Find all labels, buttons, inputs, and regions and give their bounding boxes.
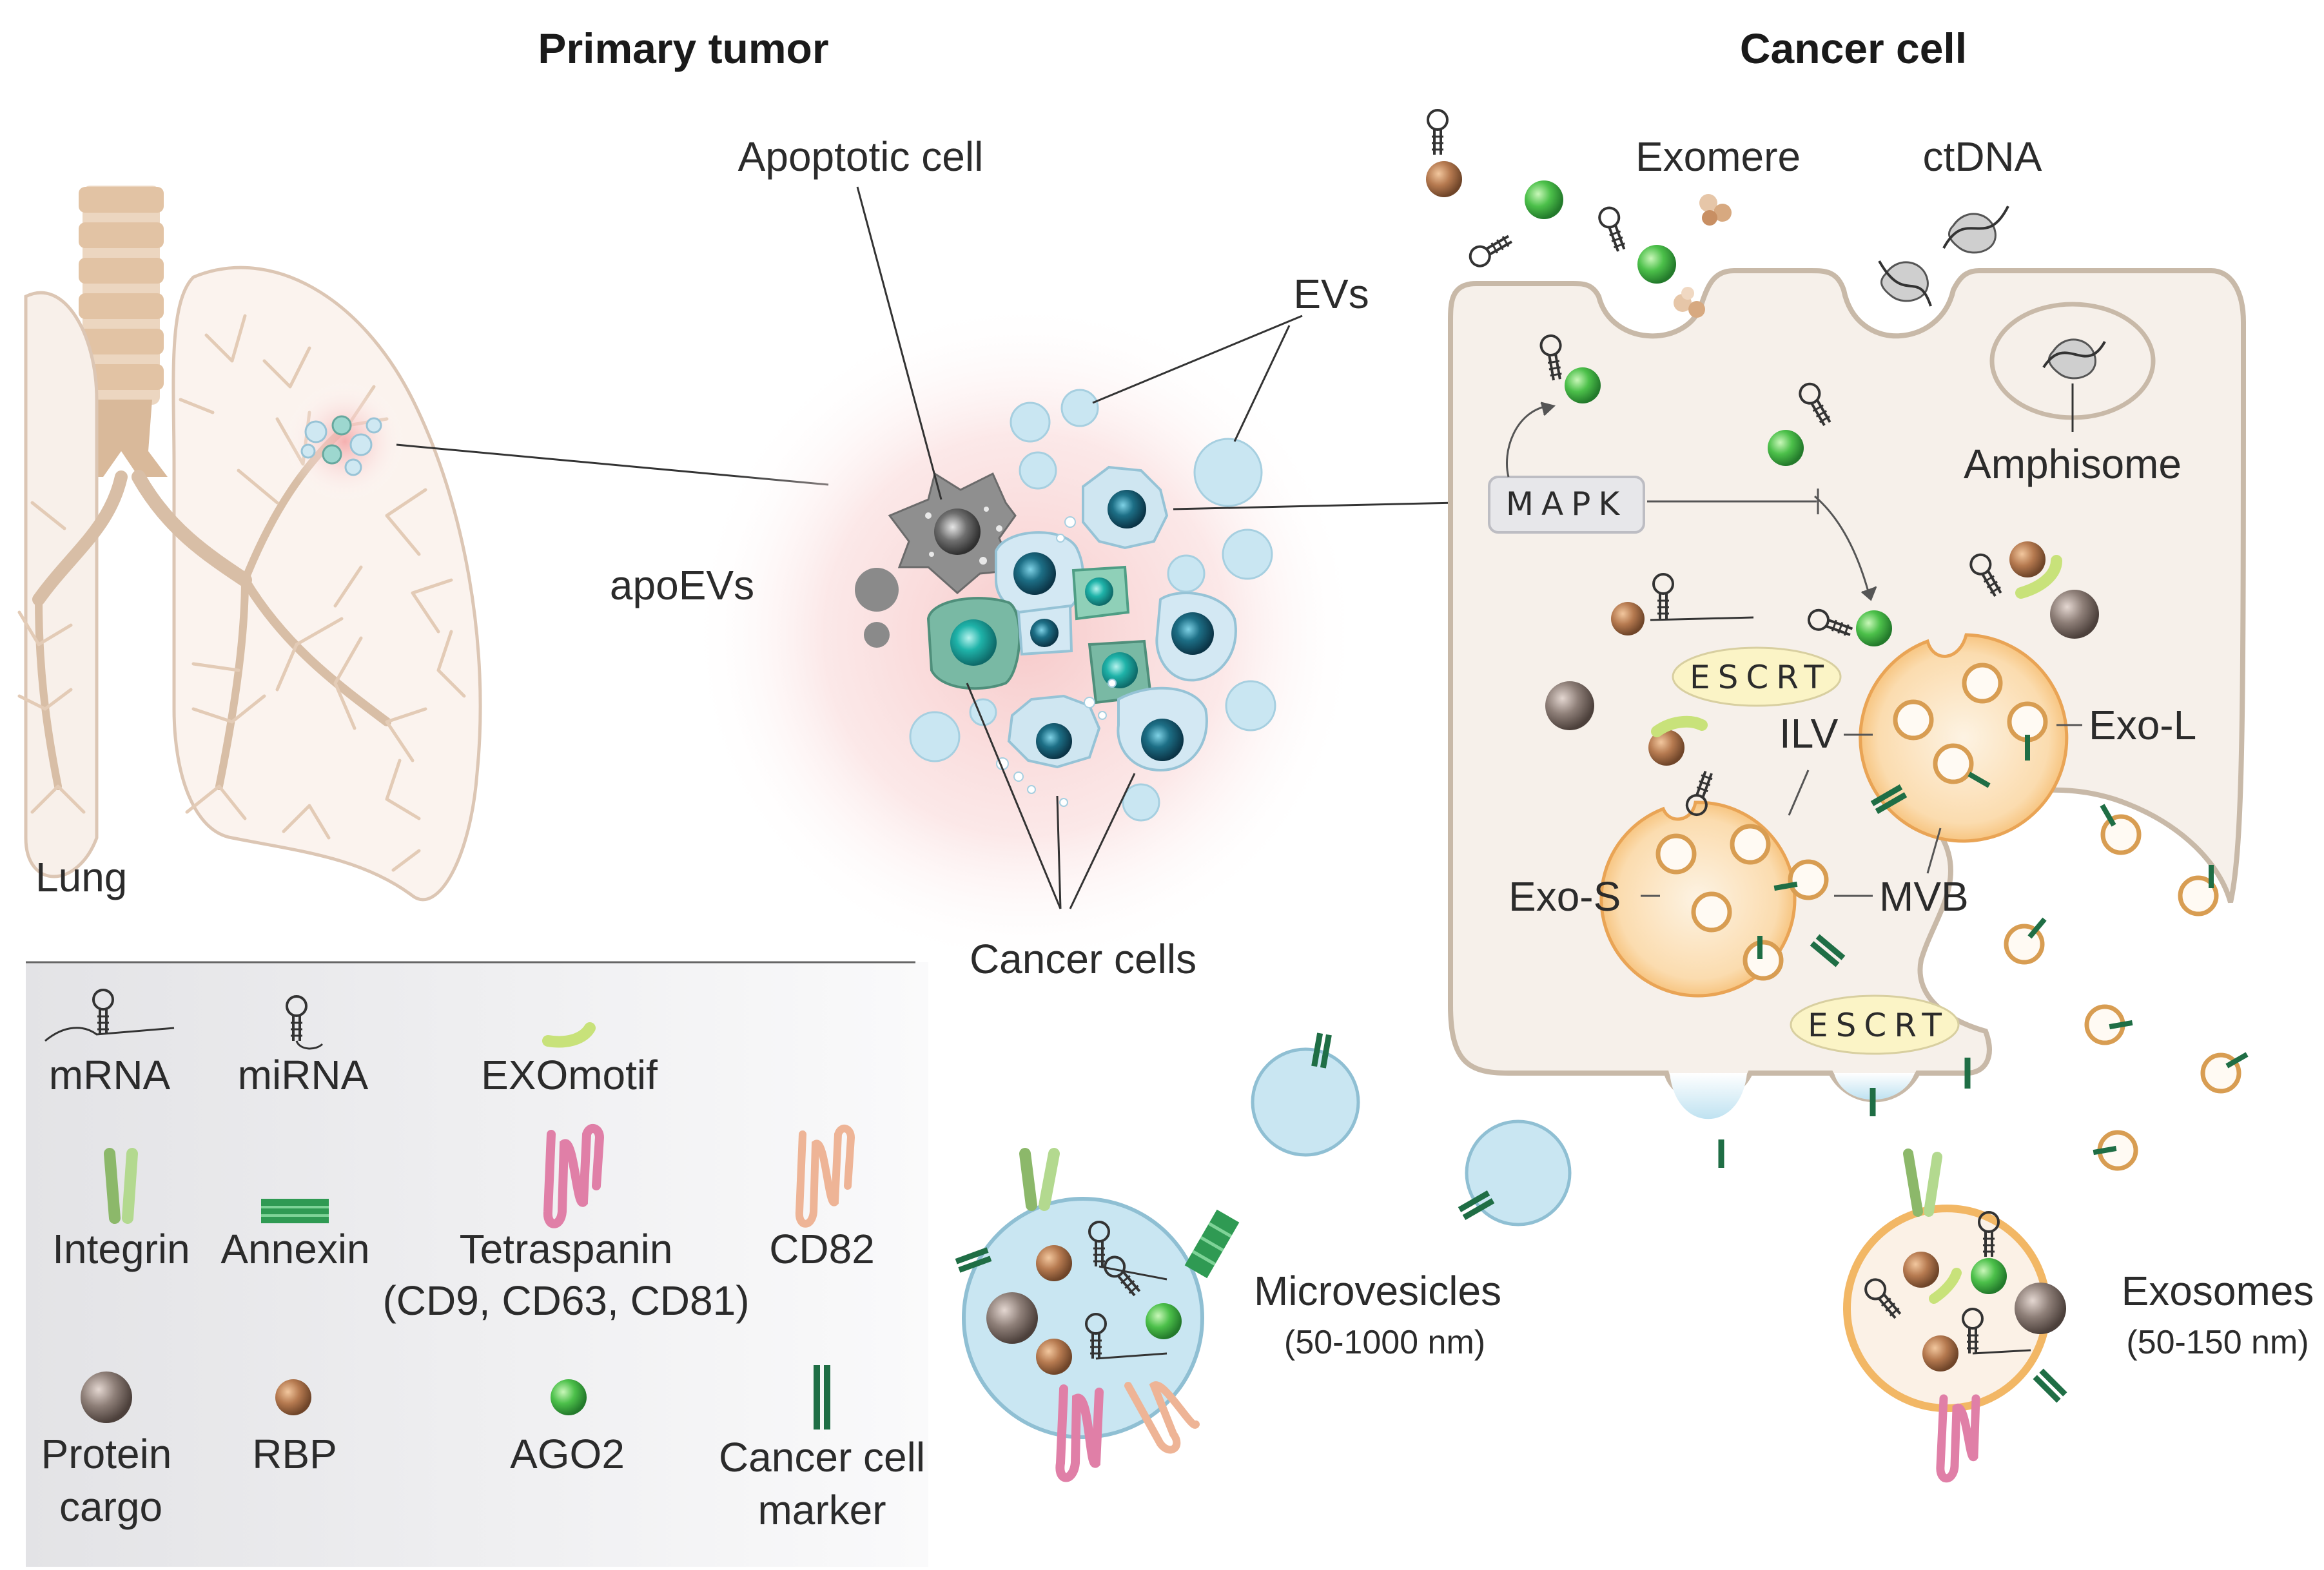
released-exosomes — [1718, 804, 2249, 1168]
microvesicle-detail — [956, 1148, 1240, 1482]
exomere-particles — [1674, 194, 1732, 318]
legend-ago2-label: AGO2 — [510, 1431, 625, 1477]
free-microvesicles — [1251, 1033, 1572, 1226]
legend-exomotif-symbol — [542, 1022, 596, 1048]
legend-mirna-label: miRNA — [238, 1052, 369, 1098]
legend-integrin-symbol — [104, 1148, 138, 1224]
escrt-top: ESCRT — [1672, 646, 1842, 707]
legend-marker-label-2: marker — [757, 1487, 886, 1533]
label-lung: Lung — [35, 854, 127, 900]
exterior-top — [1426, 109, 2009, 318]
tumor-spot — [284, 380, 406, 503]
legend-cd82-label: CD82 — [769, 1226, 875, 1272]
legend-tetraspanin-label: Tetraspanin — [460, 1226, 673, 1272]
legend-protein-label-2: cargo — [59, 1484, 162, 1530]
mapk-box: MAPK — [1488, 476, 1645, 534]
label-microvesicles-size: (50-1000 nm) — [1284, 1324, 1485, 1361]
svg-text:ESCRT: ESCRT — [1690, 659, 1831, 696]
svg-text:MAPK: MAPK — [1506, 485, 1627, 523]
label-exo-s: Exo-S — [1509, 873, 1621, 920]
legend-integrin-label: Integrin — [52, 1226, 190, 1272]
exosome-detail — [1843, 1148, 2066, 1483]
mvb-label-lines — [1641, 724, 2082, 897]
legend-annexin-label: Annexin — [220, 1226, 369, 1272]
label-evs: EVs — [1293, 271, 1369, 317]
legend-protein-symbol — [81, 1371, 132, 1423]
label-apoevs: apoEVs — [610, 562, 754, 608]
label-mvb: MVB — [1879, 873, 1969, 920]
tumor-cells-mini — [300, 415, 382, 476]
ctdna-strands — [1878, 206, 2009, 307]
legend-rbp-label: RBP — [252, 1431, 337, 1477]
label-cancer-cells: Cancer cells — [970, 936, 1196, 982]
label-amphisome: Amphisome — [1964, 441, 2182, 487]
legend-annexin-symbol — [261, 1199, 329, 1223]
mapk-arrows — [1506, 402, 1877, 601]
legend-mrna-symbol — [44, 989, 175, 1042]
legend-tetraspanin-symbol — [543, 1124, 605, 1228]
legend-mrna-label: mRNA — [49, 1052, 171, 1098]
title-cancer-cell: Cancer cell — [1740, 24, 1967, 72]
cell-cargo — [1538, 333, 2099, 819]
label-ctdna: ctDNA — [1923, 133, 2042, 180]
legend-marker-symbol — [814, 1365, 830, 1429]
ev-bubbles — [909, 389, 1276, 822]
label-apoptotic-cell: Apoptotic cell — [738, 133, 984, 180]
label-ilv: ILV — [1779, 710, 1839, 757]
title-primary-tumor: Primary tumor — [538, 24, 828, 72]
legend: mRNA miRNA EXOmotif Integrin Annexin Tet… — [26, 961, 928, 1567]
escrt-bottom: ESCRT — [1790, 994, 1960, 1055]
apoptotic-cell — [855, 472, 1017, 648]
legend-tetraspanin-members: (CD9, CD63, CD81) — [382, 1277, 749, 1324]
legend-mirna-symbol — [286, 995, 324, 1050]
label-exosomes-size: (50-150 nm) — [2126, 1324, 2309, 1361]
mvb-exo-s — [1599, 800, 1843, 998]
lung-illustration — [17, 186, 482, 902]
label-exo-l: Exo-L — [2089, 702, 2196, 748]
label-microvesicles: Microvesicles — [1254, 1268, 1501, 1314]
mvb-exo-l — [1859, 633, 2069, 843]
tumor-annotation-lines — [856, 186, 1458, 909]
label-exomere: Exomere — [1636, 133, 1801, 180]
legend-rbp-symbol — [275, 1379, 311, 1415]
legend-protein-label-1: Protein — [41, 1431, 172, 1477]
tumor-cluster — [690, 300, 1360, 970]
amphisome — [1989, 302, 2156, 420]
label-exosomes: Exosomes — [2122, 1268, 2314, 1314]
legend-marker-label-1: Cancer cell — [719, 1434, 925, 1480]
legend-ago2-symbol — [551, 1379, 587, 1415]
svg-text:ESCRT: ESCRT — [1808, 1007, 1949, 1044]
legend-cd82-symbol — [795, 1125, 855, 1228]
legend-exomotif-label: EXOmotif — [481, 1052, 658, 1098]
cancer-cells — [926, 465, 1237, 807]
